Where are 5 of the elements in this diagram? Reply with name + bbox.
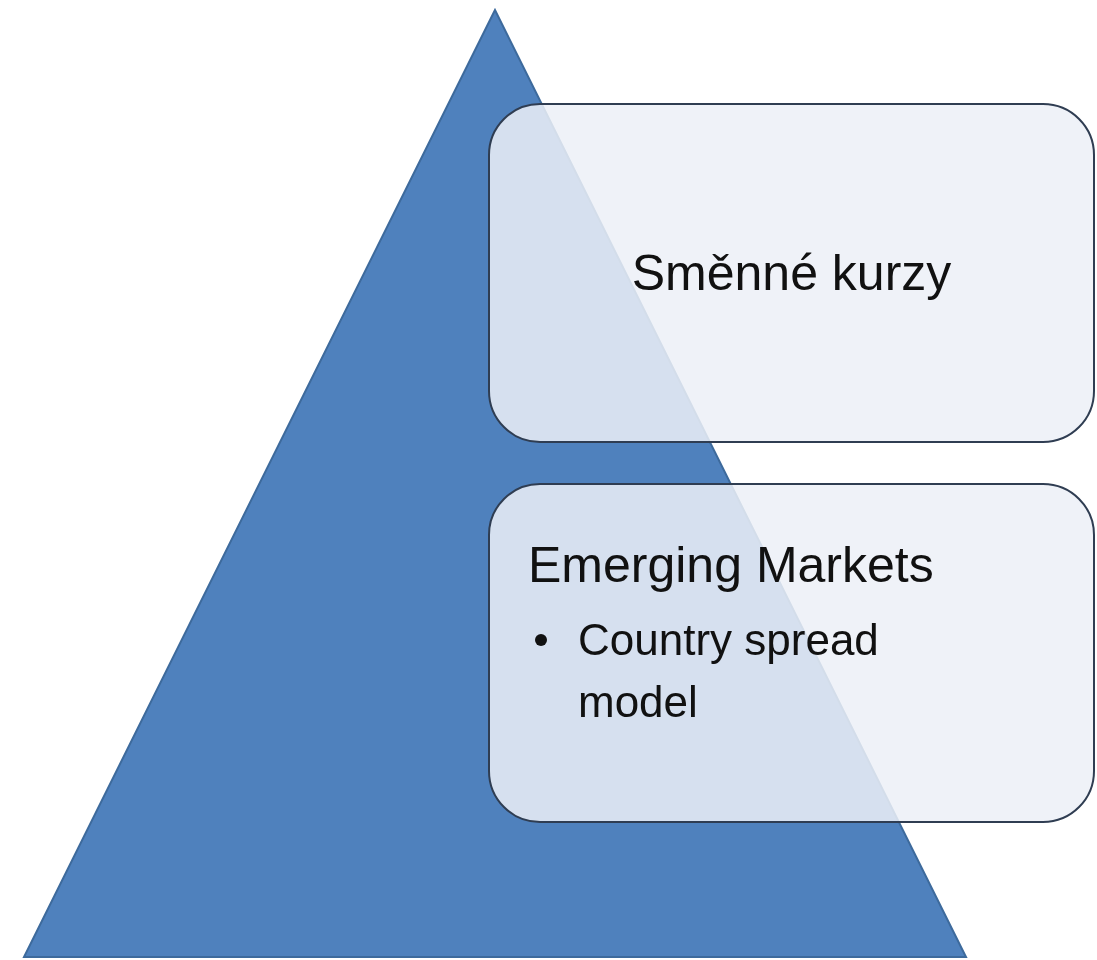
box-heading: Směnné kurzy <box>631 244 952 303</box>
rounded-box <box>488 483 1095 823</box>
box-heading: Emerging Markets <box>528 536 934 595</box>
bullet-item: Country spread model <box>578 614 880 728</box>
rounded-box <box>488 103 1095 443</box>
